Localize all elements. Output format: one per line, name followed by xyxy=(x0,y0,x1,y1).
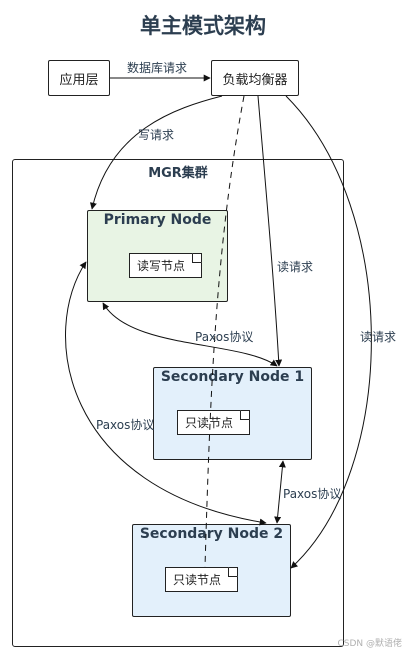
label-read-request-1: 读请求 xyxy=(277,260,314,274)
diagram-title: 单主模式架构 xyxy=(140,14,266,38)
secondary-node-2-note: 只读节点 xyxy=(165,567,238,592)
load-balancer-box[interactable]: 负载均衡器 xyxy=(211,60,299,96)
app-layer-box[interactable]: 应用层 xyxy=(48,60,110,96)
cluster-title: MGR集群 xyxy=(148,166,208,181)
primary-node-title: Primary Node xyxy=(103,212,212,228)
edge-read-request-1 xyxy=(257,95,283,367)
edge-read-request-2 xyxy=(285,95,372,569)
edge-write-request xyxy=(89,95,223,210)
mgr-cluster: MGR集群 xyxy=(12,159,344,647)
label-paxos-s1-s2: Paxos协议 xyxy=(283,487,342,501)
label-read-request-2: 读请求 xyxy=(360,330,397,344)
label-paxos-p-s1: Paxos协议 xyxy=(195,330,254,344)
edge-paxos-s1-s2 xyxy=(274,460,286,524)
secondary-node-2-title: Secondary Node 2 xyxy=(139,526,284,542)
label-db-request: 数据库请求 xyxy=(127,61,188,75)
label-paxos-p-s2: Paxos协议 xyxy=(96,418,155,432)
watermark: CSDN @默语佬 xyxy=(337,639,402,649)
label-write-request: 写请求 xyxy=(138,128,175,142)
edge-paxos-p-s2 xyxy=(65,261,267,526)
